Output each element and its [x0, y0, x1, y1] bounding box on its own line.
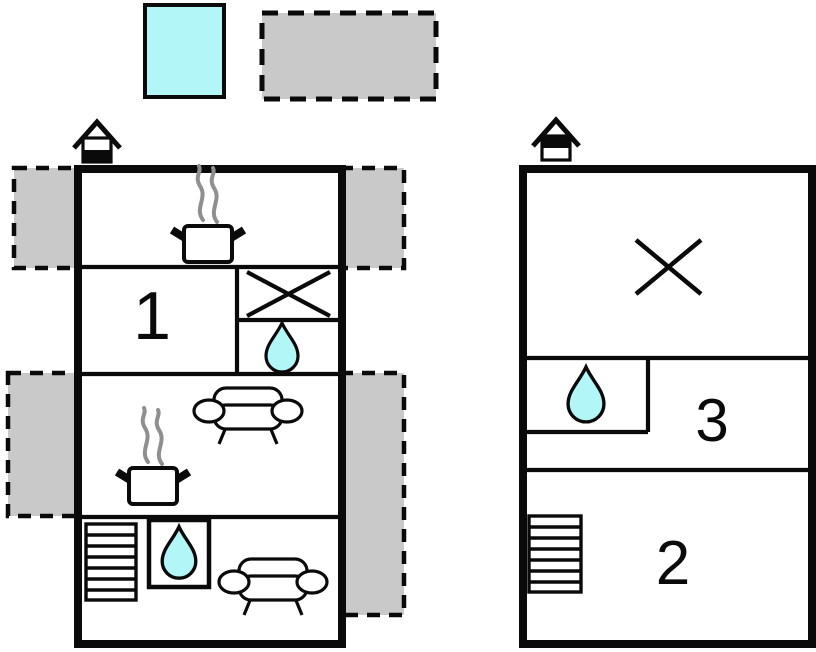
- room-3-label: 3: [695, 387, 728, 454]
- legend-water-swatch: [143, 3, 226, 99]
- room-1-label: 1: [133, 278, 171, 354]
- chimney-icon-left: [72, 118, 122, 164]
- building-right: 3 2: [519, 165, 816, 648]
- building-left: 1: [74, 164, 346, 648]
- cooking-pot-icon: [114, 406, 192, 506]
- steam-icon: [209, 166, 219, 224]
- stairs-icon: [527, 514, 583, 594]
- steam-icon: [154, 408, 164, 466]
- pot-body: [127, 466, 179, 506]
- cross-line: [246, 270, 331, 318]
- legend: [143, 3, 439, 102]
- cross-icon: [246, 270, 331, 318]
- chimney-roof: [531, 116, 581, 148]
- chimney-roof: [72, 118, 122, 150]
- pot-body: [182, 224, 234, 264]
- water-drop-shape: [264, 319, 300, 374]
- steam-icon: [195, 164, 205, 222]
- water-drop-shape: [160, 522, 198, 580]
- cross-line: [634, 238, 703, 296]
- sofa-arm: [295, 569, 329, 595]
- chimney-fill-top: [543, 137, 569, 148]
- building-left-interior-walls: [78, 264, 342, 520]
- water-drop-icon: [566, 362, 606, 424]
- chimney-fill-bottom: [84, 150, 110, 161]
- water-drop-icon: [264, 319, 300, 374]
- stairs-icon: [84, 522, 138, 602]
- legend-terrace-swatch: [259, 10, 439, 102]
- sofa-arm: [192, 398, 226, 424]
- bath-box: [146, 517, 212, 590]
- room-2-label: 2: [656, 529, 690, 598]
- sofa-icon: [217, 557, 329, 616]
- terrace-top-right: [337, 165, 407, 271]
- sofa-icon: [192, 386, 304, 445]
- water-drop-icon: [160, 522, 198, 580]
- terrace-top-left: [11, 165, 83, 271]
- building-right-interior-walls: [523, 355, 812, 473]
- terrace-right-tall: [337, 370, 407, 618]
- cross-icon: [634, 238, 703, 296]
- sofa-arm: [217, 569, 251, 595]
- cooking-pot-icon: [169, 164, 247, 264]
- water-drop-shape: [566, 362, 606, 424]
- chimney-icon-right: [531, 116, 581, 162]
- terrace-mid-left: [5, 370, 83, 519]
- steam-icon: [140, 406, 150, 464]
- sofa-arm: [270, 398, 304, 424]
